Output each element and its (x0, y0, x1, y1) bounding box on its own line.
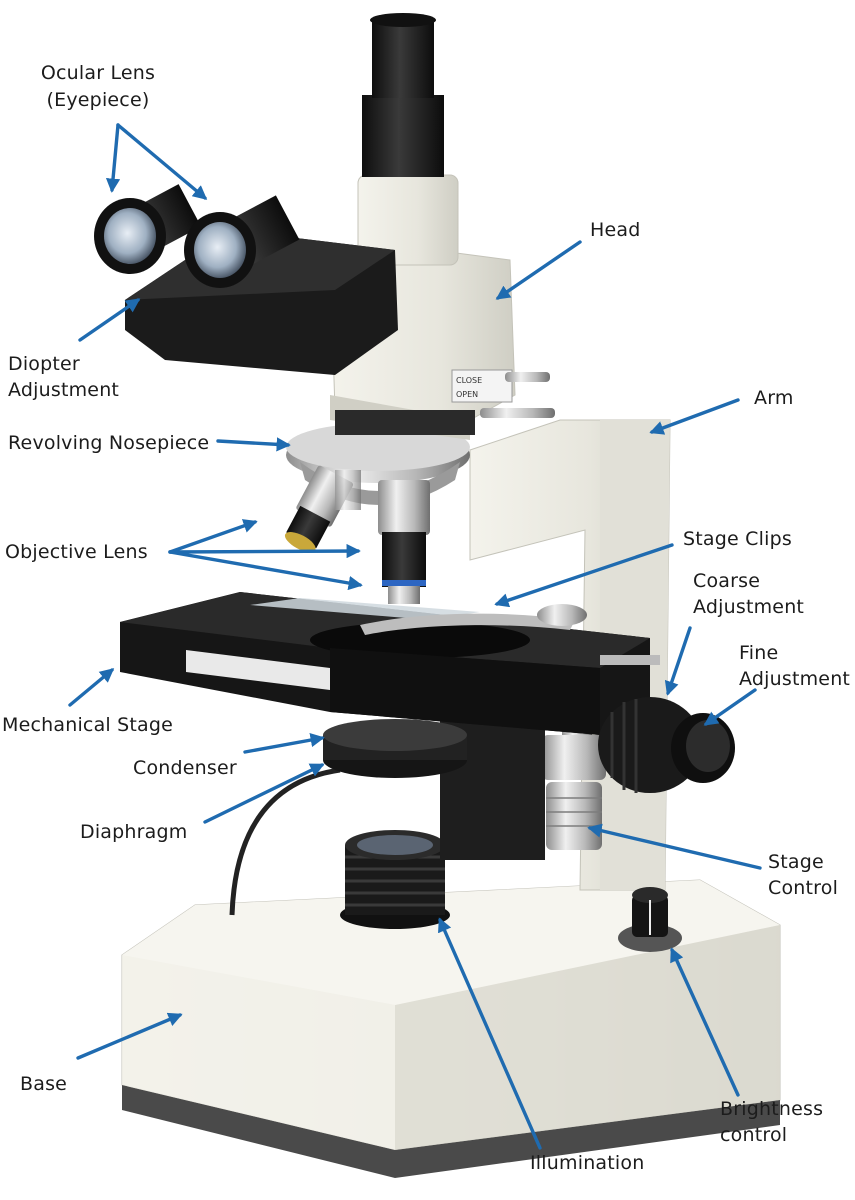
callout-arrows (68, 123, 762, 1150)
label-ocular-lens-line1: Ocular Lens (41, 62, 155, 84)
label-mechanical-stage: Mechanical Stage (2, 714, 173, 736)
arrow-ocular-right (116, 123, 208, 200)
arrow-stage-clips (494, 543, 674, 608)
label-fine-line2: Adjustment (739, 668, 850, 690)
label-arm: Arm (754, 387, 794, 409)
label-revolving-nosepiece: Revolving Nosepiece (8, 432, 209, 454)
brightness-knob (618, 887, 682, 952)
power-cable (229, 767, 341, 916)
arrow-base (76, 1012, 183, 1060)
label-diopter-line1: Diopter (8, 353, 80, 375)
trinocular-tube (357, 13, 459, 266)
label-brightness-line2: control (720, 1124, 787, 1146)
head-switch-close-text: CLOSE (456, 376, 482, 385)
arrow-illumination (438, 917, 542, 1150)
arrow-fine (703, 688, 757, 726)
arrow-diaphragm (203, 763, 325, 824)
arrow-diopter (78, 298, 141, 342)
arrow-objective-3 (168, 550, 363, 591)
arrow-brightness (670, 947, 740, 1097)
microscope-illustration: CLOSE OPEN (94, 13, 781, 1178)
arrow-ocular-left (105, 123, 121, 193)
arrow-objective-1 (168, 519, 258, 554)
objective-lenses (284, 465, 430, 604)
label-coarse-line1: Coarse (693, 570, 760, 592)
label-head: Head (590, 219, 640, 241)
label-coarse-line2: Adjustment (693, 596, 804, 618)
condenser-assembly (323, 719, 467, 778)
label-condenser: Condenser (133, 757, 237, 779)
label-diaphragm: Diaphragm (80, 821, 187, 843)
label-stage-clips: Stage Clips (683, 528, 792, 550)
arrow-objective-2 (168, 543, 361, 559)
label-diopter-line2: Adjustment (8, 379, 119, 401)
label-stage-control-line2: Control (768, 877, 838, 899)
arrow-condenser (243, 733, 325, 754)
eyepieces (94, 184, 300, 288)
label-stage-control-line1: Stage (768, 851, 824, 873)
arrow-mechanical-stage (68, 668, 115, 707)
head-switch-open-text: OPEN (456, 390, 478, 399)
microscope-base (121, 879, 781, 1178)
arrow-head (495, 240, 582, 300)
arrow-coarse (664, 626, 692, 696)
arrow-arm (649, 398, 740, 435)
mechanical-stage-plate (120, 592, 660, 735)
arrow-stage-control (587, 823, 762, 870)
illumination-lamp (340, 830, 450, 929)
label-brightness-line1: Brightness (720, 1098, 823, 1120)
label-base: Base (20, 1073, 67, 1095)
label-objective-lens: Objective Lens (5, 541, 148, 563)
focus-knobs (598, 697, 735, 793)
arrow-nosepiece (216, 437, 291, 452)
callout-labels: Ocular Lens (Eyepiece) Head Diopter Adju… (2, 62, 850, 1174)
label-illumination: Illumination (530, 1152, 644, 1174)
label-fine-line1: Fine (739, 642, 778, 664)
label-ocular-lens-line2: (Eyepiece) (47, 89, 150, 111)
